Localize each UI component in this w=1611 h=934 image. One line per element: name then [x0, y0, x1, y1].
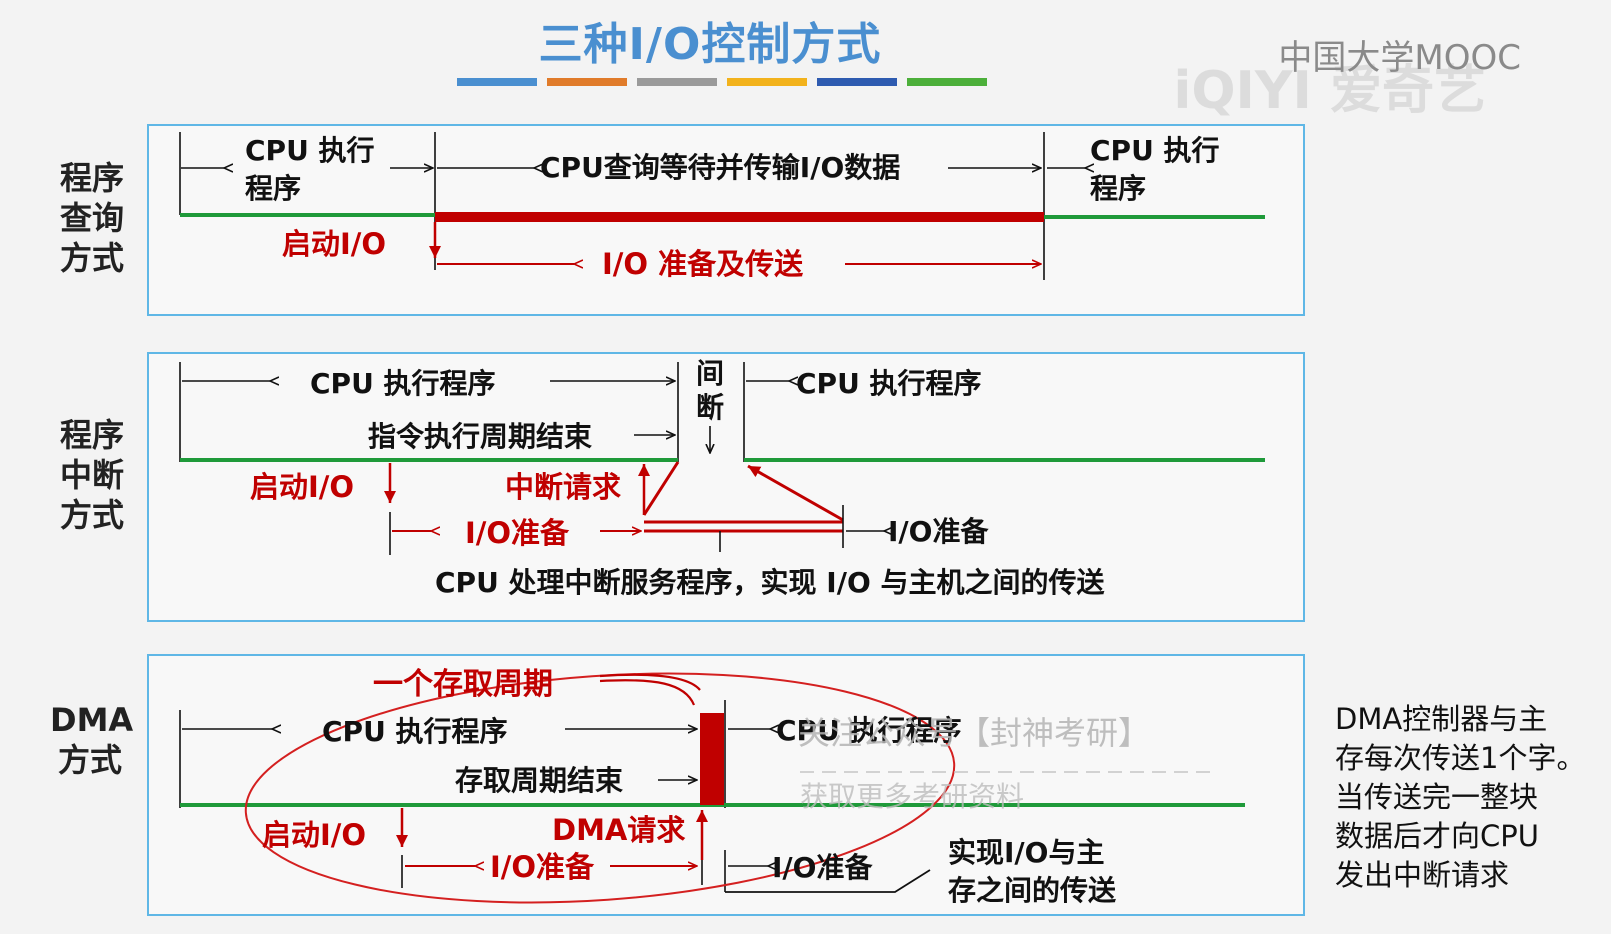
title-color-bar: [727, 78, 807, 86]
interrupt-io-prepare: I/O准备: [465, 516, 570, 550]
title-color-bar: [637, 78, 717, 86]
dma-io-prepare: I/O准备: [490, 850, 595, 884]
interrupt-gap-label-2: 断: [696, 391, 724, 424]
dma-io-prepare-2: I/O准备: [772, 851, 873, 884]
interrupt-gap-label-1: 间: [696, 357, 724, 390]
dma-access-cycle-end: 存取周期结束: [455, 764, 623, 797]
interrupt-service: CPU 处理中断服务程序，实现 I/O 与主机之间的传送: [435, 566, 1105, 599]
dma-cpu-exec-1: CPU 执行程序: [322, 715, 508, 748]
hand-drawn-ellipse: [244, 672, 956, 904]
dma-request: DMA请求: [552, 813, 685, 847]
dma-start-io: 启动I/O: [262, 818, 366, 852]
interrupt-instr-cycle-end: 指令执行周期结束: [368, 420, 592, 453]
dma-watermark-1: 关注公众号【封神考研】: [798, 714, 1150, 752]
polling-cpu-exec-2-line2: 程序: [1090, 172, 1146, 205]
mooc-watermark: 中国大学MOOC: [1278, 38, 1521, 78]
interrupt-start-io: 启动I/O: [250, 470, 354, 504]
dma-access-cycle-block: [700, 713, 724, 805]
polling-diagram: CPU 执行 程序 CPU查询等待并传输I/O数据 CPU 执行 程序 启动I/…: [179, 132, 1265, 281]
polling-wait-transfer: CPU查询等待并传输I/O数据: [540, 151, 900, 184]
interrupt-diagram: CPU 执行程序 间 断 CPU 执行程序 指令执行周期结束 启动I/O 中断请…: [179, 357, 1265, 599]
dma-diagram: 一个存取周期 CPU 执行程序 CPU 执行程序 存取周期结束 启动I/O DM…: [179, 667, 1245, 907]
dma-side-note: DMA控制器与主 存每次传送1个字。 当传送完一整块 数据后才向CPU 发出中断…: [1335, 702, 1586, 892]
dma-access-cycle: 一个存取周期: [373, 667, 553, 702]
polling-cpu-exec-1-line2: 程序: [245, 172, 301, 205]
title-color-bar: [547, 78, 627, 86]
polling-cpu-exec-2-line1: CPU 执行: [1090, 134, 1220, 167]
dma-watermark-2: 获取更多考研资料: [800, 780, 1024, 813]
row-label-polling: 程序查询方式: [59, 159, 124, 277]
dma-panel: [147, 654, 1305, 916]
title-color-bar: [907, 78, 987, 86]
dma-transfer-line1: 实现I/O与主: [948, 836, 1104, 869]
polling-start-io: 启动I/O: [282, 227, 386, 261]
polling-io-prepare-transfer: I/O 准备及传送: [602, 247, 803, 281]
interrupt-cpu-exec-2: CPU 执行程序: [796, 367, 982, 400]
interrupt-request: 中断请求: [505, 470, 621, 504]
interrupt-panel: [147, 352, 1305, 622]
interrupt-cpu-exec-1: CPU 执行程序: [310, 367, 496, 400]
interrupt-io-prepare-2: I/O准备: [888, 515, 989, 548]
iqiyi-watermark: iQIYI 爱奇艺: [1173, 61, 1486, 121]
dma-transfer-line2: 存之间的传送: [948, 874, 1116, 907]
row-label-interrupt: 程序中断方式: [59, 416, 124, 534]
page-title: 三种I/O控制方式: [538, 19, 882, 70]
title-color-bar: [817, 78, 897, 86]
dma-cpu-exec-2: CPU 执行程序: [776, 714, 962, 747]
title-color-bar: [457, 78, 537, 86]
polling-cpu-exec-1-line1: CPU 执行: [245, 134, 375, 167]
